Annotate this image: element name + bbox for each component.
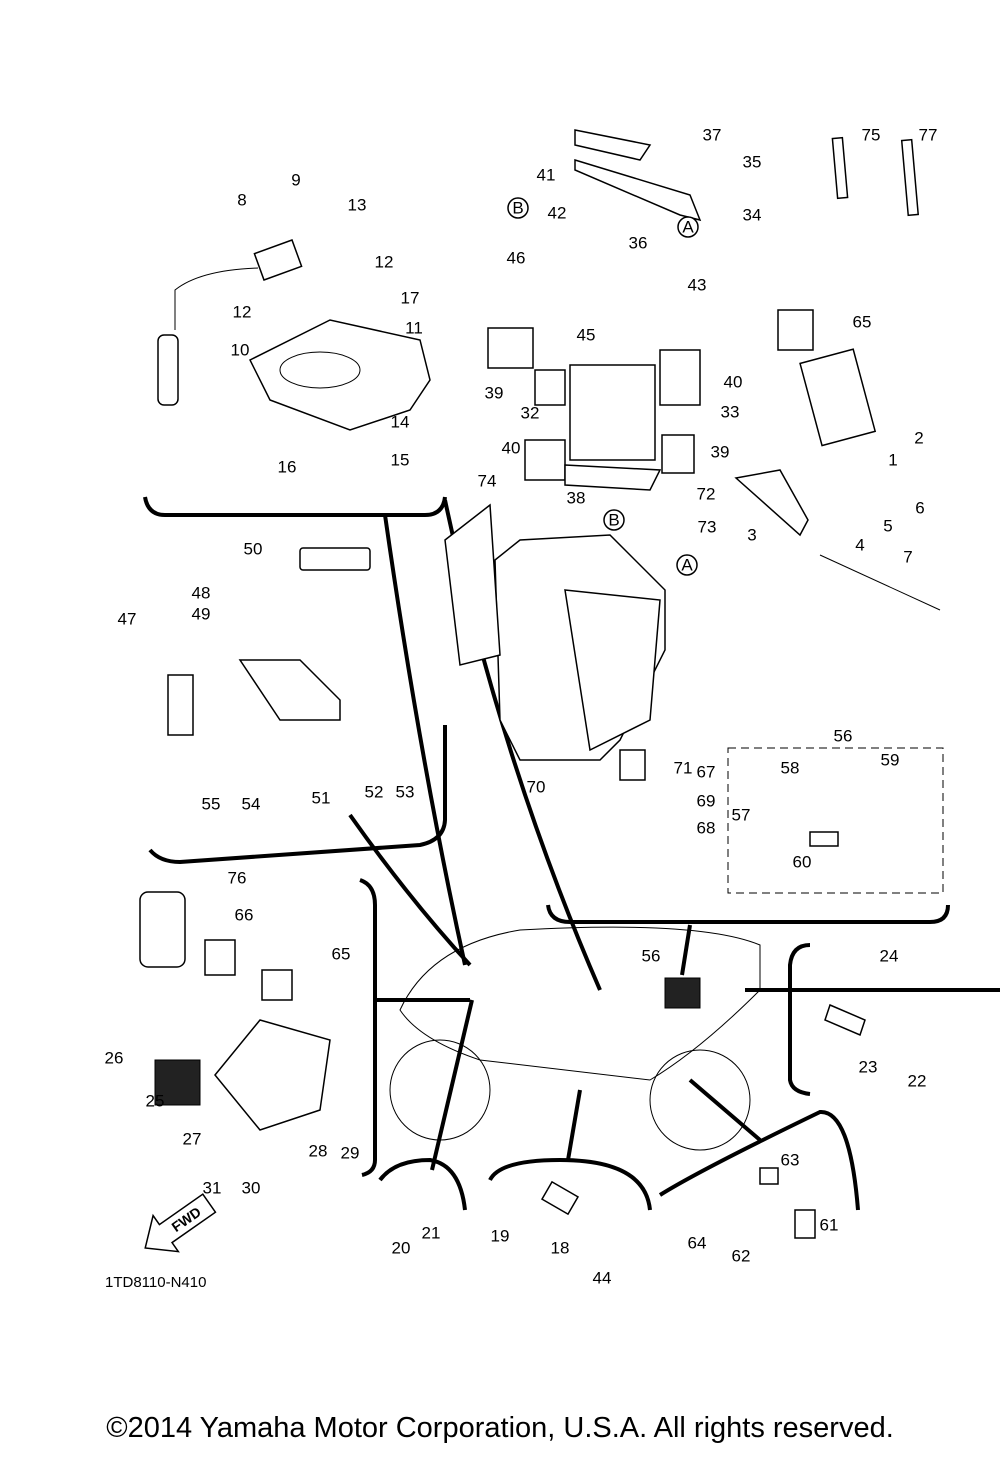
section-dividers <box>143 496 1000 1211</box>
callout-67: 67 <box>697 763 716 782</box>
callout-12: 12 <box>233 303 252 322</box>
copyright-notice: ©2014 Yamaha Motor Corporation, U.S.A. A… <box>106 1412 894 1444</box>
callout-47: 47 <box>118 610 137 629</box>
callout-51: 51 <box>312 789 331 808</box>
callout-45: 45 <box>577 326 596 345</box>
callout-19: 19 <box>491 1227 510 1246</box>
callout-44: 44 <box>593 1269 612 1288</box>
callout-31: 31 <box>203 1179 222 1198</box>
callout-9: 9 <box>291 171 300 190</box>
callout-29: 29 <box>341 1144 360 1163</box>
callout-18: 18 <box>551 1239 570 1258</box>
callout-39: 39 <box>485 384 504 403</box>
callout-65: 65 <box>853 313 872 332</box>
callout-52: 52 <box>365 783 384 802</box>
callout-41: 41 <box>537 166 556 185</box>
callout-58: 58 <box>781 759 800 778</box>
callout-43: 43 <box>688 276 707 295</box>
callout-32: 32 <box>521 404 540 423</box>
callout-27: 27 <box>183 1130 202 1149</box>
marker-circle <box>603 509 625 531</box>
callout-69: 69 <box>697 792 716 811</box>
callout-54: 54 <box>242 795 261 814</box>
callout-30: 30 <box>242 1179 261 1198</box>
callout-16: 16 <box>278 458 297 477</box>
callout-24: 24 <box>880 947 899 966</box>
callout-55: 55 <box>202 795 221 814</box>
callout-61: 61 <box>820 1216 839 1235</box>
callout-64: 64 <box>688 1234 707 1253</box>
callout-10: 10 <box>231 341 250 360</box>
callout-40: 40 <box>502 439 521 458</box>
callout-5: 5 <box>883 517 892 536</box>
marker-circle <box>677 216 699 238</box>
callout-6: 6 <box>915 499 924 518</box>
callout-15: 15 <box>391 451 410 470</box>
callout-11: 11 <box>405 319 423 338</box>
callout-1: 1 <box>888 451 897 470</box>
marker-B: B <box>608 511 619 530</box>
callout-22: 22 <box>908 1072 927 1091</box>
callout-40: 40 <box>724 373 743 392</box>
callout-68: 68 <box>697 819 716 838</box>
callout-63: 63 <box>781 1151 800 1170</box>
callout-46: 46 <box>507 249 526 268</box>
callout-75: 75 <box>862 126 881 145</box>
callout-33: 33 <box>721 403 740 422</box>
callout-3: 3 <box>747 526 756 545</box>
callout-26: 26 <box>105 1049 124 1068</box>
marker-circle <box>507 197 529 219</box>
callout-56: 56 <box>834 727 853 746</box>
callout-72: 72 <box>697 485 716 504</box>
callout-17: 17 <box>401 289 420 308</box>
callout-59: 59 <box>881 751 900 770</box>
callout-66: 66 <box>235 906 254 925</box>
callout-28: 28 <box>309 1142 328 1161</box>
callout-70: 70 <box>527 778 546 797</box>
callout-20: 20 <box>392 1239 411 1258</box>
callout-34: 34 <box>743 206 762 225</box>
callout-14: 14 <box>391 413 410 432</box>
callout-36: 36 <box>629 234 648 253</box>
callout-42: 42 <box>548 204 567 223</box>
callout-12: 12 <box>375 253 394 272</box>
callout-71: 71 <box>674 759 693 778</box>
callout-2: 2 <box>914 429 923 448</box>
reference-markers: B A B A <box>507 197 699 576</box>
diagram-code: 1TD8110-N410 <box>105 1274 206 1291</box>
callout-39: 39 <box>711 443 730 462</box>
callout-73: 73 <box>698 518 717 537</box>
callout-76: 76 <box>228 869 247 888</box>
callout-60: 60 <box>793 853 812 872</box>
callout-77: 77 <box>919 126 938 145</box>
callout-8: 8 <box>237 191 246 210</box>
callout-50: 50 <box>244 540 263 559</box>
callout-38: 38 <box>567 489 586 508</box>
marker-A: A <box>681 556 693 575</box>
callout-62: 62 <box>732 1247 751 1266</box>
callout-13: 13 <box>348 196 367 215</box>
callout-56: 56 <box>642 947 661 966</box>
callout-57: 57 <box>732 806 751 825</box>
marker-A: A <box>682 218 694 237</box>
callout-48: 48 <box>192 584 211 603</box>
callout-23: 23 <box>859 1058 878 1077</box>
callout-4: 4 <box>855 536 864 555</box>
callout-37: 37 <box>703 126 722 145</box>
callout-65: 65 <box>332 945 351 964</box>
marker-B: B <box>512 199 523 218</box>
callout-49: 49 <box>192 605 211 624</box>
part-outlines <box>139 129 944 1239</box>
callout-7: 7 <box>903 548 912 567</box>
callout-21: 21 <box>422 1224 441 1243</box>
callout-74: 74 <box>478 472 497 491</box>
marker-circle <box>676 554 698 576</box>
callout-25: 25 <box>146 1092 165 1111</box>
callout-35: 35 <box>743 153 762 172</box>
callout-53: 53 <box>396 783 415 802</box>
